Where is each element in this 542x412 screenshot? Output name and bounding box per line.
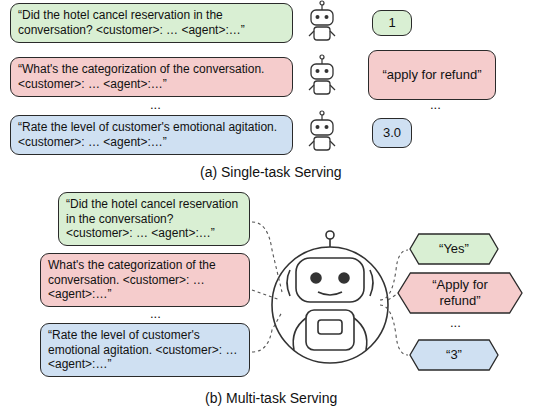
output-tag: “Apply for refund”	[398, 273, 522, 313]
prompt-box: “What's the categorization of the conver…	[10, 57, 293, 97]
node-text: “Rate the level of customer's emotional …	[18, 120, 285, 149]
output-tag: “Yes”	[410, 234, 498, 264]
tag-outline	[398, 273, 522, 313]
tag-outline	[410, 234, 498, 264]
caption: (a) Single-task Serving	[200, 164, 342, 180]
ellipsis: ...	[450, 315, 461, 330]
node-text: “What's the categorization of the conver…	[18, 62, 285, 91]
prompt-box: “Rate the level of customer's emotional …	[40, 323, 250, 377]
prompt-box: “Did the hotel cancel reservation in the…	[58, 192, 250, 246]
prompt-box: “Rate the level of customer's emotional …	[10, 115, 293, 155]
tag-outline	[410, 340, 498, 370]
dashed-link	[252, 222, 408, 355]
node-text: What's the categorization of the convers…	[48, 258, 242, 302]
node-text: “Rate the level of customer's emotional …	[48, 328, 242, 372]
robot-icon	[309, 111, 335, 150]
node-text: 1	[388, 15, 395, 31]
node-text: “Apply for refund”	[414, 277, 506, 309]
prompt-box: “Did the hotel cancel reservation in the…	[10, 3, 293, 43]
prompt-box: “apply for refund”	[368, 50, 496, 100]
robot-icon	[309, 55, 335, 94]
node-text: 3.0	[383, 125, 401, 141]
node-text: “Did the hotel cancel reservation in the…	[66, 197, 242, 241]
node-text: “3”	[446, 347, 462, 363]
node-text: “Yes”	[439, 241, 469, 257]
node-text: “Did the hotel cancel reservation in the…	[18, 8, 285, 37]
ellipsis: ...	[430, 97, 441, 112]
output-tag: “3”	[410, 340, 498, 370]
prompt-box: 1	[372, 10, 412, 36]
robot-icon	[309, 1, 335, 40]
ellipsis: ...	[150, 97, 161, 112]
ellipsis: ...	[150, 306, 161, 321]
prompt-box: 3.0	[372, 118, 412, 148]
caption: (b) Multi-task Serving	[205, 390, 337, 406]
prompt-box: What's the categorization of the convers…	[40, 253, 250, 307]
node-text: “apply for refund”	[383, 67, 482, 83]
robot-icon	[272, 231, 388, 363]
